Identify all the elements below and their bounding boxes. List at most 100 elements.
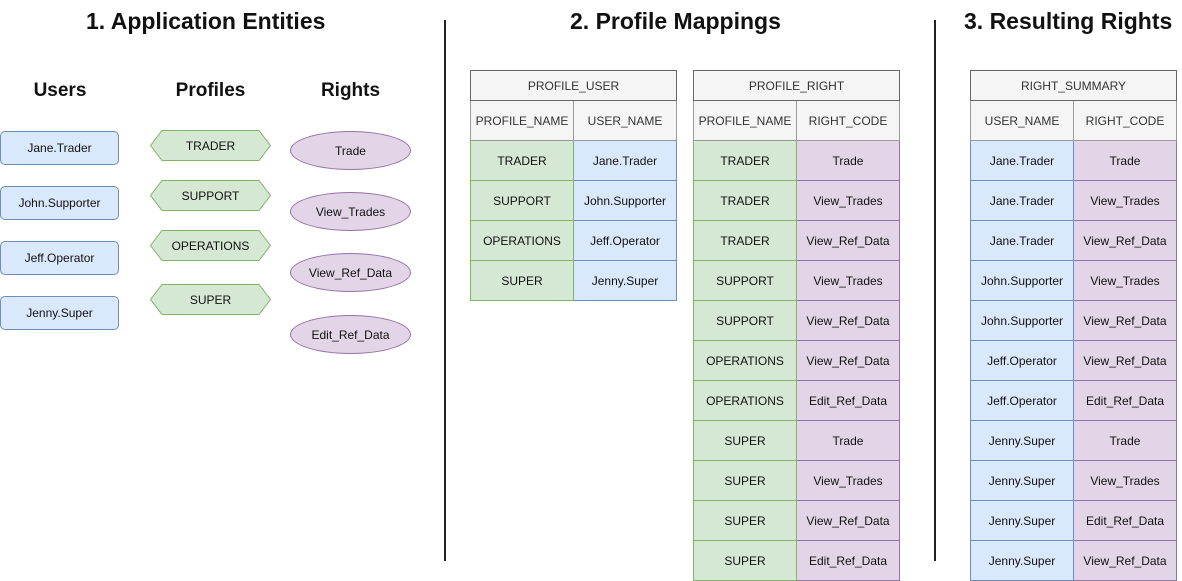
profile-hexagon: OPERATIONS <box>150 230 271 261</box>
profile-name-cell: OPERATIONS <box>693 380 797 421</box>
table-row: OPERATIONS Edit_Ref_Data <box>693 380 901 421</box>
table-row: SUPPORT View_Trades <box>693 260 901 301</box>
table-row: Jane.Trader View_Ref_Data <box>970 220 1177 261</box>
table-row: TRADER Trade <box>693 140 901 181</box>
profile-name-cell: TRADER <box>693 140 797 181</box>
right-code-cell: Edit_Ref_Data <box>1073 500 1177 541</box>
right-summary-table: RIGHT_SUMMARY USER_NAME RIGHT_CODE Jane.… <box>970 70 1177 581</box>
table-row: SUPPORT John.Supporter <box>470 180 678 221</box>
table-row: Jenny.Super View_Trades <box>970 460 1177 501</box>
user-box: Jeff.Operator <box>0 241 119 275</box>
section-title-entities: 1. Application Entities <box>86 8 326 34</box>
table-row: Jane.Trader Trade <box>970 140 1177 181</box>
right-code-cell: Trade <box>1073 420 1177 461</box>
profile-name-cell: SUPER <box>693 460 797 501</box>
right-code-cell: View_Trades <box>795 180 901 221</box>
right-code-cell: View_Ref_Data <box>1073 340 1177 381</box>
right-ellipse: Edit_Ref_Data <box>290 315 411 354</box>
profile-name-cell: OPERATIONS <box>693 340 797 381</box>
column-header: PROFILE_NAME <box>693 100 797 141</box>
column-header: USER_NAME <box>572 100 678 141</box>
profile-name-cell: SUPPORT <box>693 300 797 341</box>
user-name-cell: John.Supporter <box>572 180 678 221</box>
table-row: Jenny.Super View_Ref_Data <box>970 540 1177 581</box>
table-row: Jeff.Operator View_Ref_Data <box>970 340 1177 381</box>
profiles-heading: Profiles <box>175 80 246 101</box>
section-title-rights: 3. Resulting Rights <box>964 8 1173 34</box>
user-name-cell: Jane.Trader <box>970 220 1074 261</box>
table-row: SUPER Jenny.Super <box>470 260 678 301</box>
right-code-cell: Trade <box>1073 140 1177 181</box>
user-name-cell: Jeff.Operator <box>572 220 678 261</box>
table-row: Jeff.Operator Edit_Ref_Data <box>970 380 1177 421</box>
profile-name-cell: SUPPORT <box>470 180 574 221</box>
table-row: Jenny.Super Trade <box>970 420 1177 461</box>
table-row: OPERATIONS Jeff.Operator <box>470 220 678 261</box>
profile-right-table: PROFILE_RIGHT PROFILE_NAME RIGHT_CODE TR… <box>692 70 901 581</box>
user-name-cell: Jenny.Super <box>970 540 1074 581</box>
table-row: John.Supporter View_Trades <box>970 260 1177 301</box>
profile-name-cell: SUPER <box>693 420 797 461</box>
table-row: OPERATIONS View_Ref_Data <box>693 340 901 381</box>
user-name-cell: Jenny.Super <box>970 460 1074 501</box>
right-code-cell: View_Trades <box>1073 180 1177 221</box>
right-code-cell: Edit_Ref_Data <box>1073 380 1177 421</box>
table-row: SUPER Trade <box>693 420 901 461</box>
section-divider-right <box>934 20 936 561</box>
rights-heading: Rights <box>320 80 381 101</box>
hexagon-shape <box>150 180 271 211</box>
right-code-cell: View_Ref_Data <box>795 220 901 261</box>
profile-name-cell: SUPER <box>693 540 797 581</box>
profile-name-cell: OPERATIONS <box>470 220 574 261</box>
column-header: RIGHT_CODE <box>795 100 901 141</box>
table-row: TRADER Jane.Trader <box>470 140 678 181</box>
user-name-cell: Jeff.Operator <box>970 340 1074 381</box>
hexagon-shape <box>150 130 271 161</box>
hexagon-shape <box>150 230 271 261</box>
profile-name-cell: SUPER <box>470 260 574 301</box>
right-code-cell: View_Trades <box>795 460 901 501</box>
user-name-cell: Jane.Trader <box>970 180 1074 221</box>
right-code-cell: View_Ref_Data <box>795 300 901 341</box>
column-header: USER_NAME <box>970 100 1074 141</box>
hexagon-shape <box>150 284 271 315</box>
profile-name-cell: SUPER <box>693 500 797 541</box>
section-title-mappings: 2. Profile Mappings <box>570 8 781 34</box>
right-code-cell: View_Ref_Data <box>1073 300 1177 341</box>
right-code-cell: View_Trades <box>1073 460 1177 501</box>
right-code-cell: View_Ref_Data <box>795 340 901 381</box>
profile-label: TRADER <box>185 138 236 153</box>
right-ellipse: Trade <box>290 131 411 170</box>
user-box: Jane.Trader <box>0 131 119 165</box>
right-ellipse: View_Ref_Data <box>290 253 411 292</box>
profile-name-cell: TRADER <box>693 180 797 221</box>
right-code-cell: View_Ref_Data <box>1073 220 1177 261</box>
profile-user-table: PROFILE_USER PROFILE_NAME USER_NAME TRAD… <box>469 70 678 301</box>
profile-name-cell: SUPPORT <box>693 260 797 301</box>
user-name-cell: Jane.Trader <box>572 140 678 181</box>
right-code-cell: Trade <box>795 420 901 461</box>
table-row: Jane.Trader View_Trades <box>970 180 1177 221</box>
user-name-cell: Jeff.Operator <box>970 380 1074 421</box>
table-row: SUPER Edit_Ref_Data <box>693 540 901 581</box>
user-name-cell: Jenny.Super <box>572 260 678 301</box>
right-code-cell: View_Ref_Data <box>1073 540 1177 581</box>
table-row: Jenny.Super Edit_Ref_Data <box>970 500 1177 541</box>
user-name-cell: Jane.Trader <box>970 140 1074 181</box>
right-ellipse: View_Trades <box>290 192 411 231</box>
user-name-cell: Jenny.Super <box>970 420 1074 461</box>
table-row: SUPER View_Ref_Data <box>693 500 901 541</box>
right-code-cell: View_Trades <box>1073 260 1177 301</box>
section-divider-left <box>444 20 446 561</box>
user-box: John.Supporter <box>0 186 119 220</box>
column-header: PROFILE_NAME <box>470 100 574 141</box>
right-code-cell: View_Trades <box>795 260 901 301</box>
table-name: RIGHT_SUMMARY <box>970 70 1177 101</box>
profile-hexagon: SUPPORT <box>150 180 271 211</box>
table-row: TRADER View_Ref_Data <box>693 220 901 261</box>
column-header: RIGHT_CODE <box>1073 100 1177 141</box>
users-heading: Users <box>33 80 87 101</box>
user-name-cell: Jenny.Super <box>970 500 1074 541</box>
right-code-cell: View_Ref_Data <box>795 500 901 541</box>
profile-hexagon: SUPER <box>150 284 271 315</box>
